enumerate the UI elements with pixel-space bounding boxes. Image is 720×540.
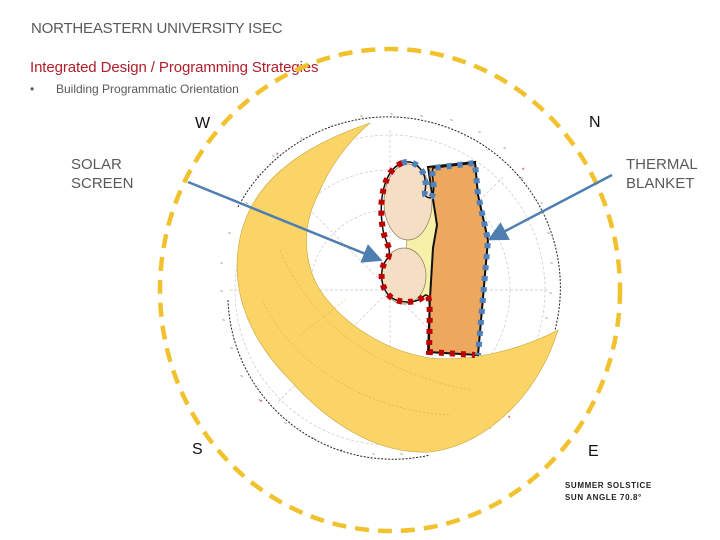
svg-text:~: ~ xyxy=(540,201,543,207)
thermal-blanket-callout: THERMAL BLANKET xyxy=(626,155,698,193)
svg-text:~: ~ xyxy=(228,231,231,237)
crescent-grid-lines xyxy=(261,249,471,416)
svg-text:~: ~ xyxy=(245,201,248,207)
svg-text:~: ~ xyxy=(488,426,491,432)
svg-text:~: ~ xyxy=(300,136,303,142)
thermal-blanket-dotted-outline xyxy=(400,158,492,356)
svg-text:~: ~ xyxy=(372,452,375,458)
svg-text:~: ~ xyxy=(222,318,225,324)
section-subtitle: Integrated Design / Programming Strategi… xyxy=(30,59,319,76)
page-title: NORTHEASTERN UNIVERSITY ISEC xyxy=(31,20,283,37)
svg-text:~: ~ xyxy=(547,231,550,237)
solar-screen-callout: SOLAR SCREEN xyxy=(71,155,134,193)
solstice-note-line1: SUMMER SOLSTICE xyxy=(565,481,652,490)
bullet-item: • Building Programmatic Orientation xyxy=(30,82,239,96)
solar-exposure-crescent xyxy=(236,122,559,453)
svg-text:~: ~ xyxy=(400,452,403,458)
svg-text:~: ~ xyxy=(390,112,393,118)
solstice-note-line2: SUN ANGLE 70.8° xyxy=(565,493,642,502)
svg-text:~: ~ xyxy=(258,398,261,404)
thermal-blanket-label-line2: BLANKET xyxy=(626,175,695,192)
solar-screen-label-line1: SOLAR xyxy=(71,156,122,173)
svg-text:~: ~ xyxy=(503,146,506,152)
sun-chart-boundary xyxy=(227,116,561,460)
svg-text:~: ~ xyxy=(420,114,423,120)
svg-text:*: * xyxy=(522,168,525,174)
sun-path-outer-dashed-circle xyxy=(157,46,623,534)
thermal-blanket-arrow xyxy=(487,173,613,241)
svg-text:*: * xyxy=(260,400,263,406)
compass-north-label: N xyxy=(589,114,601,131)
bullet-marker: • xyxy=(30,82,35,96)
svg-text:~: ~ xyxy=(545,316,548,322)
svg-text:~: ~ xyxy=(220,289,223,295)
svg-text:~: ~ xyxy=(550,261,553,267)
svg-text:~: ~ xyxy=(284,421,287,427)
compass-east-label: E xyxy=(588,443,599,460)
thermal-blanket-label-line1: THERMAL xyxy=(626,156,698,173)
solar-screen-arrow xyxy=(187,180,383,263)
svg-text:~: ~ xyxy=(450,118,453,124)
svg-text:~: ~ xyxy=(478,130,481,136)
svg-text:~: ~ xyxy=(272,154,275,160)
svg-text:~: ~ xyxy=(312,436,315,442)
sun-chart-red-markers: * * * * xyxy=(260,153,525,422)
svg-text:~: ~ xyxy=(256,174,259,180)
svg-text:~: ~ xyxy=(549,291,552,297)
compass-south-label: S xyxy=(192,441,203,458)
svg-text:*: * xyxy=(508,416,511,422)
bullet-text: Building Programmatic Orientation xyxy=(56,82,239,96)
svg-text:*: * xyxy=(276,153,279,159)
solstice-note: SUMMER SOLSTICE SUN ANGLE 70.8° xyxy=(565,480,652,504)
svg-text:~: ~ xyxy=(220,261,223,267)
svg-text:~: ~ xyxy=(230,346,233,352)
svg-text:~: ~ xyxy=(330,124,333,130)
solar-screen-boundary xyxy=(380,162,476,356)
solar-screen-label-line2: SCREEN xyxy=(71,175,134,192)
svg-text:~: ~ xyxy=(240,374,243,380)
svg-text:~: ~ xyxy=(520,176,523,182)
compass-west-label: W xyxy=(195,115,211,132)
svg-text:~: ~ xyxy=(340,448,343,454)
svg-text:~: ~ xyxy=(360,114,363,120)
